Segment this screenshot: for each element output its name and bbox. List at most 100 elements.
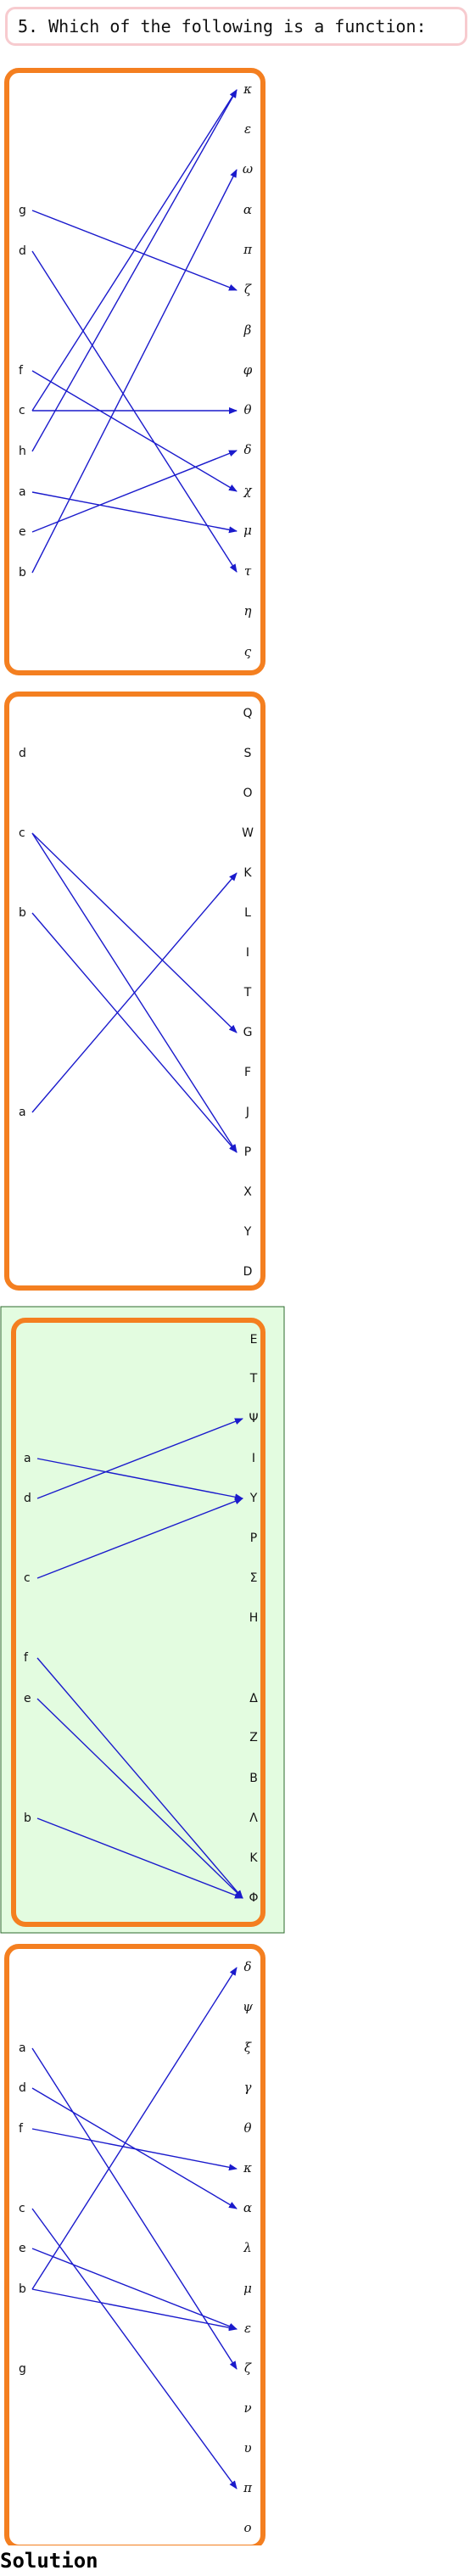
domain-label-c: c — [24, 1571, 31, 1585]
codomain-label: χ — [243, 483, 252, 498]
domain-label-f: f — [19, 2122, 24, 2136]
codomain-label: ο — [243, 2520, 251, 2535]
codomain-label: Δ — [249, 1692, 258, 1705]
arrow-b-to-δ — [31, 1967, 238, 2290]
domain-label-b: b — [19, 906, 26, 920]
codomain-label: ε — [244, 2321, 251, 2336]
arrow-a-to-μ — [31, 491, 238, 534]
codomain-label: S — [244, 747, 252, 760]
codomain-label: ξ — [244, 2040, 252, 2055]
domain-label-g: g — [19, 2362, 26, 2376]
codomain-label: Y — [249, 1492, 258, 1505]
codomain-label: L — [244, 906, 251, 920]
codomain-label: κ — [243, 2160, 252, 2176]
codomain-label: I — [252, 1452, 255, 1465]
codomain-label: ς — [244, 644, 252, 659]
codomain-label: Λ — [249, 1812, 258, 1825]
domain-label-d: d — [19, 747, 26, 760]
option-frame — [4, 68, 265, 675]
arrow-f-to-Φ — [36, 1657, 243, 1899]
arrow-b-to-P — [31, 912, 238, 1153]
codomain-label: φ — [243, 362, 253, 378]
codomain-label: τ — [244, 563, 252, 579]
codomain-label: α — [243, 202, 252, 217]
codomain-label: Φ — [249, 1891, 258, 1905]
domain-label-c: c — [19, 404, 25, 417]
codomain-label: P — [244, 1145, 251, 1159]
arrow-c-to-G — [31, 832, 238, 1033]
codomain-label: υ — [243, 2440, 251, 2456]
domain-label-e: e — [19, 2242, 26, 2255]
codomain-label: δ — [243, 1959, 251, 1974]
arrow-a-to-Y — [36, 1458, 243, 1501]
domain-label-b: b — [24, 1812, 31, 1825]
codomain-label: ψ — [243, 1999, 253, 2014]
codomain-label: δ — [243, 442, 251, 457]
solution-label: Solution — [0, 2549, 98, 2573]
domain-label-f: f — [24, 1651, 29, 1665]
correct-answer-highlight — [0, 1306, 285, 1934]
codomain-label: λ — [243, 2240, 252, 2255]
domain-label-d: d — [19, 244, 26, 258]
codomain-label: Q — [243, 707, 252, 720]
question-text: 5. Which of the following is a function: — [18, 16, 427, 36]
arrow-d-to-τ — [31, 250, 238, 573]
codomain-label: ν — [243, 2400, 251, 2416]
arrow-b-to-Φ — [36, 1817, 243, 1899]
codomain-label: κ — [243, 81, 252, 97]
arrow-f-to-χ — [31, 370, 238, 492]
arrow-e-to-ε — [31, 2248, 238, 2330]
domain-label-d: d — [24, 1492, 31, 1505]
domain-label-d: d — [19, 2081, 26, 2095]
arrow-e-to-Φ — [36, 1698, 243, 1899]
arrow-b-to-ω — [31, 169, 238, 574]
codomain-label: ζ — [244, 282, 252, 297]
domain-label-c: c — [19, 2202, 25, 2215]
domain-label-a: a — [19, 1106, 26, 1119]
arrow-h-to-κ — [31, 89, 238, 452]
codomain-label: α — [243, 2200, 252, 2215]
codomain-label: H — [249, 1611, 259, 1625]
domain-label-e: e — [24, 1692, 31, 1705]
codomain-label: Z — [249, 1731, 258, 1744]
codomain-label: β — [243, 322, 252, 338]
codomain-label: γ — [244, 2080, 252, 2095]
arrow-e-to-δ — [31, 450, 238, 533]
domain-label-a: a — [19, 2041, 26, 2055]
arrow-c-to-π — [31, 2208, 238, 2489]
codomain-label: μ — [243, 2281, 252, 2296]
codomain-label: η — [244, 603, 252, 619]
domain-label-e: e — [19, 525, 26, 539]
arrow-b-to-ε — [31, 2288, 238, 2332]
codomain-label: Ψ — [249, 1412, 258, 1425]
codomain-label: Y — [243, 1225, 252, 1239]
arrow-a-to-ζ — [31, 2047, 238, 2370]
codomain-label: D — [243, 1265, 253, 1279]
domain-label-a: a — [24, 1452, 31, 1465]
codomain-label: P — [250, 1532, 257, 1545]
codomain-label: I — [246, 946, 249, 960]
codomain-label: ω — [243, 161, 253, 176]
domain-label-b: b — [19, 2282, 26, 2296]
arrow-d-to-Ψ — [36, 1418, 243, 1499]
codomain-label: G — [243, 1026, 253, 1039]
codomain-label: J — [245, 1106, 249, 1119]
codomain-label: K — [249, 1851, 258, 1865]
codomain-label: θ — [243, 402, 251, 417]
domain-label-b: b — [19, 566, 26, 580]
codomain-label: μ — [243, 523, 252, 538]
codomain-label: K — [243, 866, 252, 880]
domain-label-f: f — [19, 364, 24, 378]
question-box: 5. Which of the following is a function: — [5, 7, 467, 46]
codomain-label: θ — [243, 2120, 251, 2136]
domain-label-h: h — [19, 445, 26, 458]
domain-label-g: g — [19, 204, 26, 217]
option-frame — [4, 692, 265, 1291]
codomain-label: X — [243, 1185, 252, 1199]
codomain-label: ε — [244, 121, 251, 137]
